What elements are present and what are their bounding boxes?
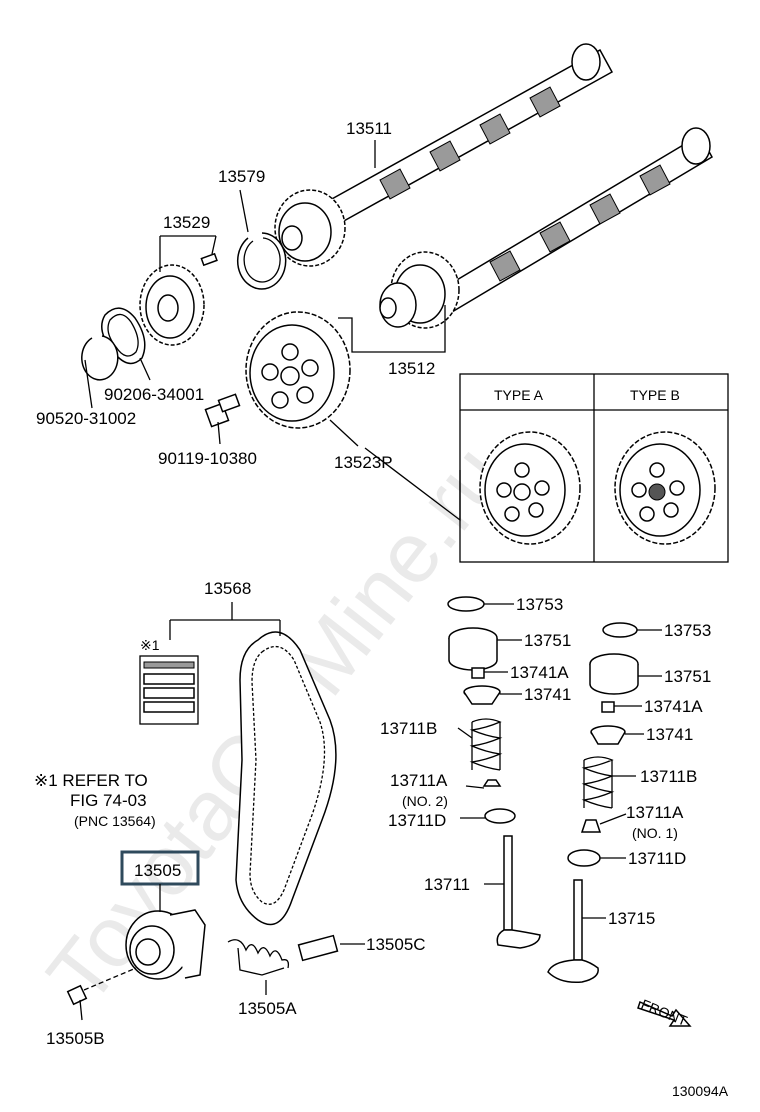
pulley-type-box	[364, 373, 729, 563]
reference-label-box	[139, 655, 199, 725]
valve-lifter-13751-left[interactable]	[448, 627, 498, 671]
label-13505A: 13505A	[238, 999, 297, 1018]
pin-13529[interactable]	[200, 252, 218, 267]
label-type-b: TYPE B	[630, 387, 680, 403]
diagram-id: 130094A	[672, 1083, 729, 1099]
note-line-1: ※1 REFER TO	[34, 771, 148, 790]
note-line-3: (PNC 13564)	[74, 813, 156, 829]
exhaust-valve-13715[interactable]	[547, 879, 599, 984]
camshaft-gear-upper[interactable]	[274, 189, 346, 267]
label-13523P: 13523P	[334, 453, 393, 472]
retainer-13741-left[interactable]	[463, 685, 501, 705]
label-13579: 13579	[218, 167, 265, 186]
keeper-13741A-left[interactable]	[471, 667, 485, 679]
camshaft-13512[interactable]	[438, 127, 714, 314]
label-13741A-left: 13741A	[510, 663, 569, 682]
label-ref-mark: ※1	[140, 637, 160, 653]
label-90520-31002: 90520-31002	[36, 409, 136, 428]
label-13711: 13711	[424, 875, 470, 894]
retainer-13741-right[interactable]	[590, 725, 626, 745]
bolt-90119-10380[interactable]	[204, 393, 241, 428]
label-13505C: 13505C	[366, 935, 426, 954]
pin-13505C[interactable]	[297, 934, 339, 962]
label-13711B-right: 13711B	[640, 767, 697, 786]
label-13505: 13505	[134, 861, 181, 880]
label-13568: 13568	[204, 579, 251, 598]
keeper-13741A-right[interactable]	[601, 701, 615, 713]
pulley-type-b	[614, 431, 716, 545]
label-13711B-left: 13711B	[380, 719, 437, 738]
label-no2: (NO. 2)	[402, 793, 448, 809]
snap-ring-13579[interactable]	[236, 232, 287, 290]
tensioner-pulley-13505[interactable]	[125, 909, 206, 980]
timing-pulley-13523P[interactable]	[245, 311, 351, 429]
camshaft-gear-lower[interactable]	[379, 251, 460, 329]
label-13711A-right: 13711A	[626, 803, 684, 822]
label-90206-34001: 90206-34001	[104, 385, 204, 404]
label-13505B: 13505B	[46, 1029, 105, 1048]
spring-13505A[interactable]	[227, 939, 290, 976]
label-13511: 13511	[346, 119, 392, 138]
valve-spring-13711B-left[interactable]	[469, 718, 503, 771]
note-line-2: FIG 74-03	[70, 791, 147, 810]
label-front: FRONT	[639, 996, 690, 1029]
spring-seat-13711D-left[interactable]	[484, 808, 516, 824]
label-13751-left: 13751	[524, 631, 571, 650]
valve-lifter-13751-right[interactable]	[589, 653, 639, 695]
label-13741-right: 13741	[646, 725, 693, 744]
intake-valve-13711[interactable]	[496, 835, 541, 949]
label-13711A-left: 13711A	[390, 771, 448, 790]
label-90119-10380: 90119-10380	[158, 449, 257, 468]
label-13529: 13529	[163, 213, 210, 232]
label-13711D-left: 13711D	[388, 811, 446, 830]
shim-13753-right[interactable]	[602, 622, 638, 638]
valve-spring-13711B-right[interactable]	[581, 756, 615, 809]
camshaft-13511[interactable]	[328, 43, 614, 224]
snap-ring-90520-31002[interactable]	[81, 335, 119, 381]
spring-seat-13711D-right[interactable]	[567, 849, 601, 867]
label-13753-left: 13753	[516, 595, 563, 614]
label-type-a: TYPE A	[494, 387, 544, 403]
front-arrow-icon	[637, 1000, 692, 1027]
pulley-type-a	[479, 431, 581, 545]
shim-13753-left[interactable]	[447, 596, 485, 612]
timing-belt-13568[interactable]	[235, 631, 337, 926]
label-no1: (NO. 1)	[632, 825, 678, 841]
label-13741-left: 13741	[524, 685, 571, 704]
label-13753-right: 13753	[664, 621, 711, 640]
valve-seal-13711A-no2[interactable]	[482, 779, 502, 787]
valve-seal-13711A-no1[interactable]	[580, 819, 602, 833]
label-13751-right: 13751	[664, 667, 711, 686]
label-13741A-right: 13741A	[644, 697, 703, 716]
label-13512: 13512	[388, 359, 435, 378]
label-13715: 13715	[608, 909, 655, 928]
sub-gear-13529[interactable]	[139, 264, 205, 346]
label-13711D-right: 13711D	[628, 849, 686, 868]
